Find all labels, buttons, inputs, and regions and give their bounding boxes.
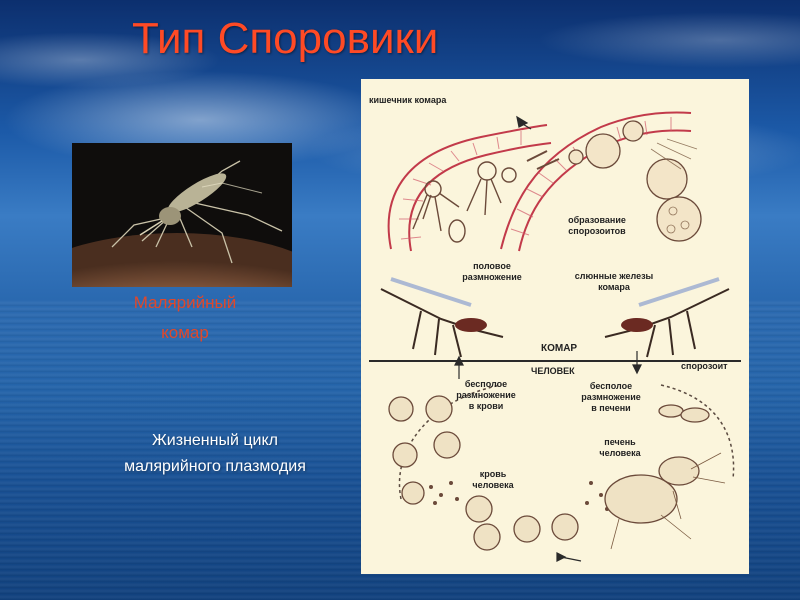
- label-salivary-glands-line2: комара: [567, 282, 661, 293]
- label-salivary-glands: слюнные железы комара: [567, 271, 661, 293]
- liver-cell-illustrations: [605, 405, 709, 523]
- label-asexual-blood: бесполое размножение в крови: [449, 379, 523, 412]
- gamete-illustrations: [413, 151, 559, 242]
- label-asexual-liver-line3: в печени: [573, 403, 649, 414]
- label-human-blood-line2: человека: [465, 480, 521, 491]
- label-sexual-reproduction-line1: половое: [455, 261, 529, 272]
- plasmodium-life-cycle-diagram: кишечник комара образование спорозоитов …: [361, 79, 749, 574]
- label-asexual-blood-line3: в крови: [449, 401, 523, 412]
- mosquito-caption-line1: Малярийный: [100, 288, 270, 318]
- label-sexual-reproduction: половое размножение: [455, 261, 529, 283]
- label-asexual-liver-line1: бесполое: [573, 381, 649, 392]
- label-human-liver-line1: печень: [591, 437, 649, 448]
- mosquito-caption-line2: комар: [100, 318, 270, 348]
- life-cycle-caption: Жизненный цикл малярийного плазмодия: [70, 428, 360, 480]
- label-human-liver-line2: человека: [591, 448, 649, 459]
- label-mosquito: КОМАР: [541, 343, 577, 354]
- life-cycle-caption-line1: Жизненный цикл: [70, 428, 360, 454]
- label-sporozoite-formation: образование спорозоитов: [557, 215, 637, 237]
- label-sexual-reproduction-line2: размножение: [455, 272, 529, 283]
- label-asexual-blood-line1: бесполое: [449, 379, 523, 390]
- mosquito-photo: [72, 143, 292, 287]
- label-asexual-blood-line2: размножение: [449, 390, 523, 401]
- label-asexual-liver-line2: размножение: [573, 392, 649, 403]
- label-sporozoite-formation-line1: образование: [557, 215, 637, 226]
- slide-title: Тип Споровики: [132, 14, 438, 64]
- mosquito-caption: Малярийный комар: [100, 288, 270, 348]
- life-cycle-caption-line2: малярийного плазмодия: [70, 454, 360, 480]
- label-human-blood: кровь человека: [465, 469, 521, 491]
- label-salivary-glands-line1: слюнные железы: [567, 271, 661, 282]
- label-human-blood-line1: кровь: [465, 469, 521, 480]
- label-sporozoite-formation-line2: спорозоитов: [557, 226, 637, 237]
- label-human: ЧЕЛОВЕК: [531, 366, 575, 377]
- label-asexual-liver: бесполое размножение в печени: [573, 381, 649, 414]
- label-mosquito-gut: кишечник комара: [369, 95, 446, 106]
- label-human-liver: печень человека: [591, 437, 649, 459]
- label-sporozoite: спорозоит: [681, 361, 728, 372]
